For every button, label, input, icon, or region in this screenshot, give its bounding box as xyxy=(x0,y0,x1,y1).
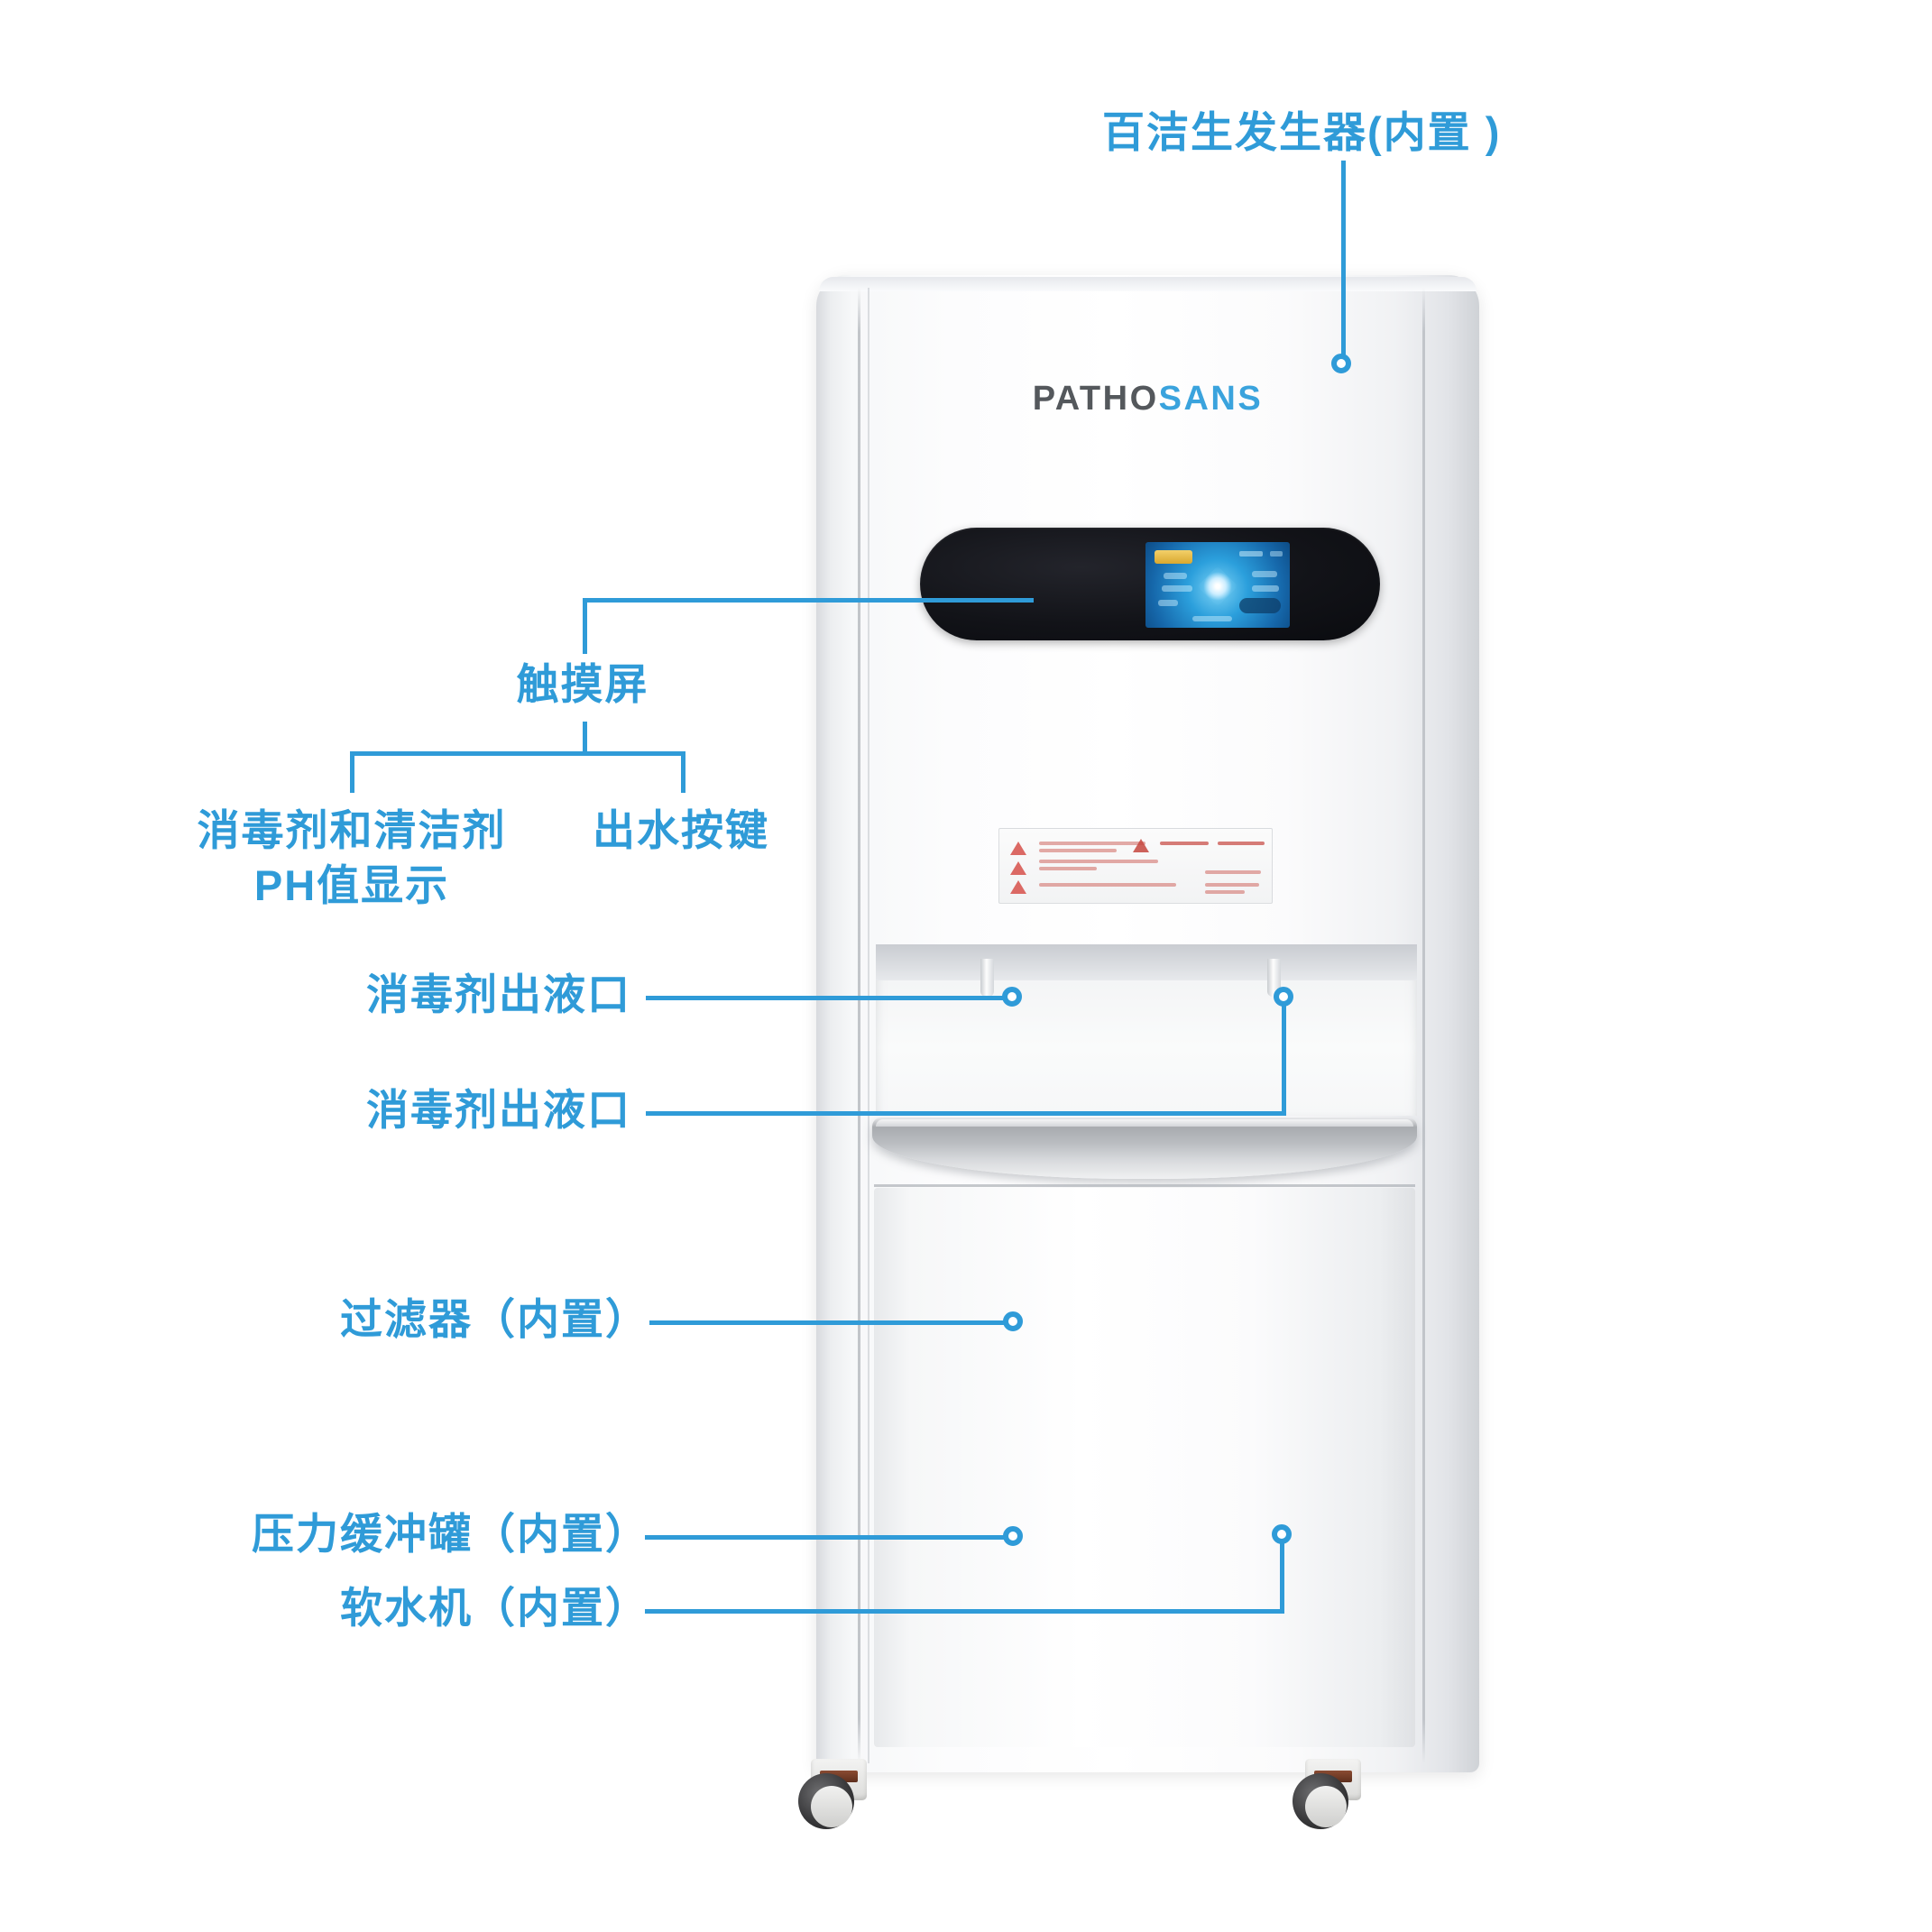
bracket-arm-right xyxy=(681,751,685,793)
leader-line-generator xyxy=(1341,161,1346,361)
leader-line-filter xyxy=(649,1320,1010,1325)
bracket-stem xyxy=(583,722,587,756)
cabinet-door[interactable] xyxy=(874,1188,1415,1747)
callout-dot-outlet-1 xyxy=(1002,987,1022,1007)
warning-triangle-icon-main xyxy=(1133,839,1149,852)
screen-action-button[interactable] xyxy=(1239,598,1281,613)
warning-text-line-2a xyxy=(1039,860,1158,863)
warning-triangle-icon-2 xyxy=(1010,861,1026,875)
leader-line-water-softener-vertical xyxy=(1280,1533,1284,1614)
screen-chip-2 xyxy=(1162,585,1192,592)
callout-label-touchscreen: 触摸屏 xyxy=(516,660,649,708)
warning-triangle-icon-1 xyxy=(1010,842,1026,855)
dispenser-nozzle-right xyxy=(1267,959,1281,997)
screen-chip-5 xyxy=(1252,585,1279,592)
caster-hub-right xyxy=(1305,1786,1347,1827)
callout-dot-water-softener xyxy=(1272,1524,1292,1544)
brand-logo: PATHOSANS xyxy=(816,380,1479,419)
leader-line-pressure-tank xyxy=(645,1535,1010,1540)
leader-line-outlet-2-horizontal xyxy=(646,1111,1286,1116)
callout-label-outlet-2: 消毒剂出液口 xyxy=(366,1086,631,1134)
caster-wheel-right xyxy=(1293,1759,1370,1829)
screen-topright-label-1 xyxy=(1239,551,1263,557)
screen-chip-1 xyxy=(1164,573,1187,579)
warning-text-line-1b xyxy=(1039,849,1117,852)
callout-dot-outlet-2 xyxy=(1274,987,1293,1007)
screen-chip-3 xyxy=(1158,600,1178,606)
screen-status-badge xyxy=(1155,550,1192,564)
callout-label-filter: 过滤器（内置） xyxy=(340,1295,649,1343)
caster-wheel-left xyxy=(798,1759,876,1829)
leader-line-touchscreen-horizontal xyxy=(583,598,1034,603)
callout-label-generator: 百洁生发生器(内置 ) xyxy=(1102,108,1502,156)
caster-hub-left xyxy=(811,1786,852,1827)
panel-seam-left xyxy=(858,288,860,1763)
screen-chip-6 xyxy=(1192,616,1232,621)
recess-top-shadow xyxy=(876,944,1417,980)
brand-logo-dark: PATHO xyxy=(1032,380,1159,418)
callout-label-pressure-tank: 压力缓冲罐（内置） xyxy=(252,1510,649,1558)
warning-label xyxy=(998,828,1273,904)
dispenser-recess xyxy=(876,944,1417,1116)
warning-text-line-2b xyxy=(1039,867,1097,870)
cabinet-door-top-seam xyxy=(874,1184,1415,1187)
warning-heading-2 xyxy=(1218,842,1265,845)
bracket-crossbar xyxy=(350,751,685,756)
callout-label-water-softener: 软水机（内置） xyxy=(340,1584,649,1632)
callout-label-ph-display: 消毒剂和清洁剂 PH值显示 xyxy=(99,803,604,913)
leader-line-water-softener-horizontal xyxy=(645,1609,1284,1614)
pathosans-machine-illustration: PATHOSANS xyxy=(798,275,1479,1829)
touchscreen-bezel[interactable] xyxy=(920,528,1380,640)
drip-tray-lip xyxy=(876,1119,1413,1127)
callout-dot-generator xyxy=(1331,354,1351,373)
dispenser-nozzle-left xyxy=(980,959,994,997)
callout-label-outlet-1: 消毒剂出液口 xyxy=(366,971,631,1018)
warning-heading-1 xyxy=(1160,842,1209,845)
callout-dot-pressure-tank xyxy=(1003,1526,1023,1546)
ph-display-line-2: PH值显示 xyxy=(253,861,450,910)
callout-label-dispense-button: 出水按键 xyxy=(593,806,769,854)
panel-seam-right xyxy=(1422,288,1425,1763)
bracket-arm-left xyxy=(350,751,354,793)
warning-text-line-1a xyxy=(1039,842,1145,845)
warning-text-line-3b xyxy=(1205,883,1259,887)
screen-center-indicator xyxy=(1197,566,1238,607)
screen-topright-label-2 xyxy=(1270,551,1283,557)
callout-dot-filter xyxy=(1003,1311,1023,1331)
warning-text-line-3a xyxy=(1039,883,1176,887)
leader-line-outlet-2-vertical xyxy=(1282,996,1286,1116)
panel-seam-left-secondary xyxy=(868,288,869,1763)
leader-line-touchscreen-drop xyxy=(583,598,587,654)
warning-text-line-3c xyxy=(1205,890,1245,894)
touchscreen-display[interactable] xyxy=(1145,542,1290,628)
warning-triangle-icon-3 xyxy=(1010,880,1026,894)
machine-top-edge xyxy=(819,277,1477,291)
screen-chip-4 xyxy=(1252,571,1277,577)
brand-logo-light: SANS xyxy=(1158,380,1264,418)
warning-text-line-2c xyxy=(1205,870,1261,874)
ph-display-line-1: 消毒剂和清洁剂 xyxy=(197,806,507,854)
leader-line-outlet-1 xyxy=(646,996,1012,1000)
